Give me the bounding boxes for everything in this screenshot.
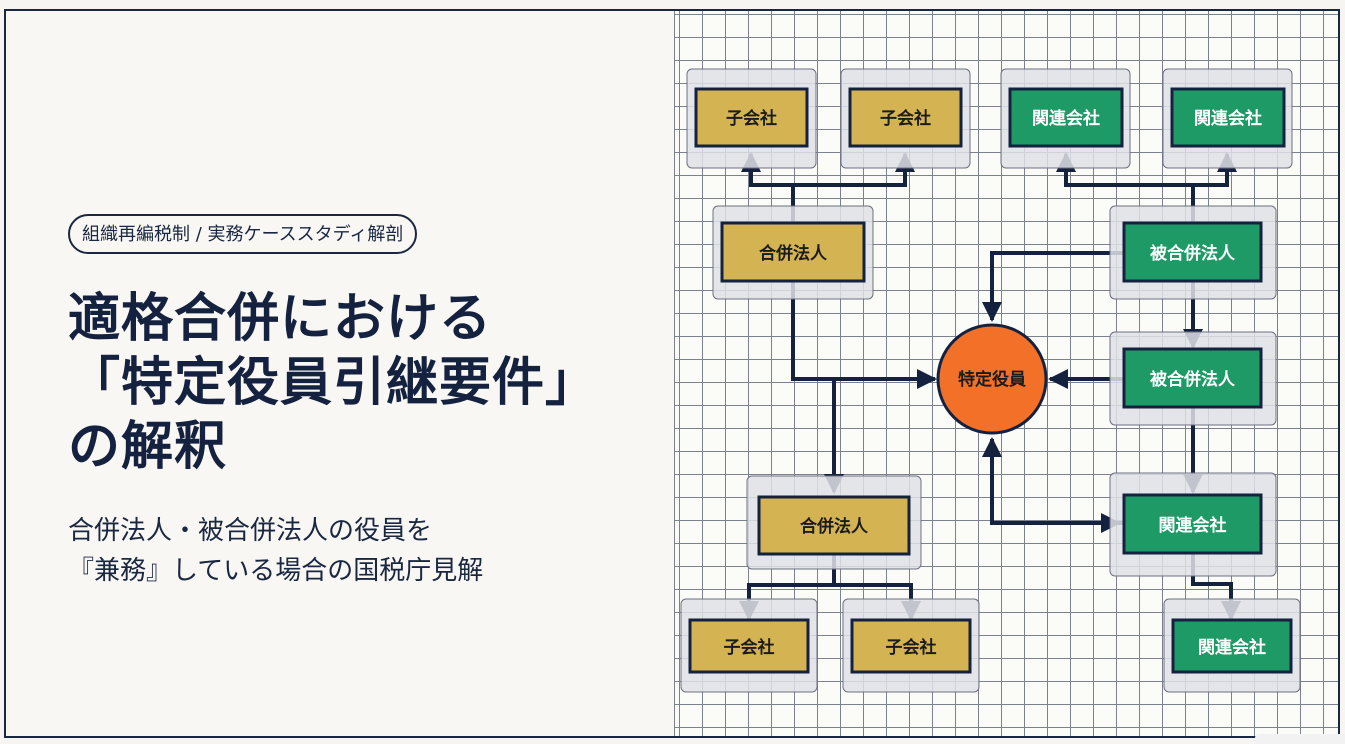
node-label: 合併法人	[800, 516, 869, 537]
subtitle: 合併法人・被合併法人の役員を 『兼務』している場合の国税庁見解	[68, 511, 483, 591]
node-rel-top-right[interactable]: 関連会社	[1170, 87, 1286, 148]
node-rel-mid[interactable]: 関連会社	[1122, 493, 1263, 555]
node-rel-top-left[interactable]: 関連会社	[1008, 87, 1124, 148]
node-label: 関連会社	[1159, 515, 1227, 536]
node-merged-mid[interactable]: 被合併法人	[1122, 347, 1263, 409]
nodes: 子会社 子会社 関連会社 関連会社 合併法人	[688, 87, 1293, 674]
subtitle-line-2: 『兼務』している場合の国税庁見解	[68, 556, 484, 586]
diagram-panel: 子会社 子会社 関連会社 関連会社 合併法人	[674, 11, 1338, 736]
node-label: 子会社	[724, 637, 775, 658]
node-sub-top-right[interactable]: 子会社	[848, 87, 963, 148]
slide-frame: 組織再編税制 / 実務ケーススタディ解剖 適格合併における 「特定役員引継要件」…	[4, 9, 1340, 738]
node-label: 関連会社	[1032, 108, 1100, 129]
title-line-1: 適格合併における	[68, 289, 493, 349]
node-label: 子会社	[886, 637, 937, 658]
node-merger-top[interactable]: 合併法人	[720, 221, 866, 283]
node-label: 子会社	[726, 108, 777, 129]
org-diagram: 子会社 子会社 関連会社 関連会社 合併法人	[680, 68, 1301, 693]
arrow-merger-to-officer	[791, 282, 937, 389]
node-merged-top[interactable]: 被合併法人	[1122, 221, 1263, 283]
arrow-merged-to-officer	[982, 251, 1123, 322]
node-sub-bottom-right[interactable]: 子会社	[850, 618, 972, 674]
node-label: 合併法人	[759, 243, 828, 264]
node-rel-bottom[interactable]: 関連会社	[1171, 618, 1293, 674]
node-sub-bottom-left[interactable]: 子会社	[688, 618, 810, 674]
node-label: 特定役員	[958, 369, 1026, 390]
node-label: 被合併法人	[1150, 369, 1236, 390]
arrow-merger-to-sub-left	[741, 152, 795, 224]
title-line-2: 「特定役員引継要件」	[68, 353, 599, 413]
node-label: 関連会社	[1198, 637, 1266, 658]
category-tag: 組織再編税制 / 実務ケーススタディ解剖	[68, 214, 418, 254]
node-sub-top-left[interactable]: 子会社	[694, 87, 809, 148]
node-merger-bottom[interactable]: 合併法人	[757, 495, 911, 556]
subtitle-line-1: 合併法人・被合併法人の役員を	[68, 516, 433, 546]
arrow-merged-to-rel-left	[1056, 152, 1195, 224]
title-line-3: の解釈	[68, 417, 228, 477]
left-panel: 組織再編税制 / 実務ケーススタディ解剖 適格合併における 「特定役員引継要件」…	[6, 11, 674, 736]
node-label: 子会社	[880, 108, 931, 129]
page-title: 適格合併における 「特定役員引継要件」 の解釈	[68, 287, 598, 479]
node-officer[interactable]: 特定役員	[936, 323, 1048, 435]
node-label: 関連会社	[1194, 108, 1262, 129]
arrow-rel-mid-to-officer	[982, 437, 1123, 525]
node-label: 被合併法人	[1150, 243, 1236, 264]
watermark-tab	[1255, 734, 1345, 744]
